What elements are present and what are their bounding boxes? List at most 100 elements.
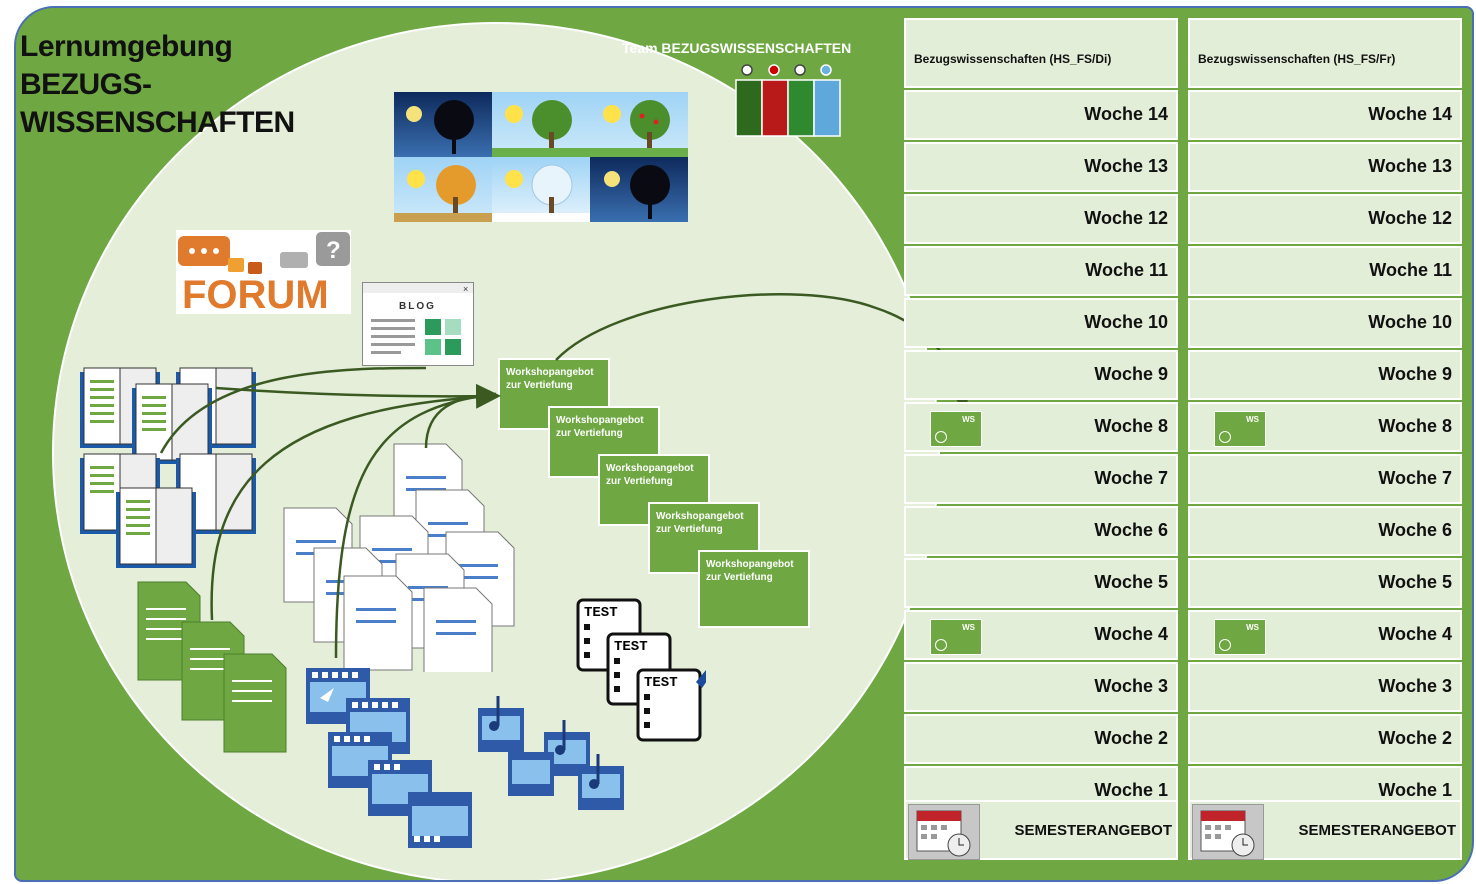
- book-icon: [132, 383, 212, 464]
- week-cell[interactable]: Woche 12: [1188, 194, 1462, 244]
- weather-seasons-image: [394, 92, 688, 222]
- calendar-icon: [908, 804, 980, 860]
- week-cell[interactable]: Woche 13: [1188, 142, 1462, 192]
- week-label: Woche 6: [1094, 520, 1168, 540]
- week-cell[interactable]: Woche 13: [904, 142, 1178, 192]
- week-cell[interactable]: Woche 3: [904, 662, 1178, 712]
- green-documents-group: [137, 581, 287, 753]
- tests-group: TEST TEST TEST: [576, 598, 706, 742]
- week-label: Woche 7: [1378, 468, 1452, 488]
- workshop-card-5[interactable]: Workshopangebot zur Vertiefung: [698, 550, 810, 628]
- column-fr: Bezugswissenschaften (HS_FS/Fr) Woche 14 W…: [1188, 18, 1462, 868]
- workshop-badge-label: WS: [1246, 415, 1259, 424]
- night-moon-tile: [394, 92, 492, 157]
- week-cell[interactable]: Woche 6: [904, 506, 1178, 556]
- clock-icon: [1219, 431, 1231, 443]
- week-label: Woche 3: [1094, 676, 1168, 696]
- music-film-icon: [508, 752, 554, 796]
- week-cell[interactable]: Woche 12: [904, 194, 1178, 244]
- week-cell[interactable]: Woche 9: [1188, 350, 1462, 400]
- week-cell[interactable]: Woche 9: [904, 350, 1178, 400]
- forum-label: FORUM: [182, 273, 329, 314]
- workshop-card-line1: Workshopangebot: [606, 463, 694, 474]
- svg-text:×: ×: [463, 284, 468, 294]
- week-label: Woche 1: [1094, 780, 1168, 800]
- svg-text:?: ?: [326, 237, 341, 264]
- week-cell[interactable]: Woche 10: [904, 298, 1178, 348]
- music-film-icon: [578, 754, 624, 810]
- workshop-card-line2: zur Vertiefung: [506, 380, 573, 391]
- week-label: Woche 11: [1085, 260, 1168, 280]
- team-label: Team BEZUGSWISSENSCHAFTEN: [622, 40, 852, 56]
- semester-offer-label: SEMESTERANGEBOT: [1298, 822, 1456, 839]
- music-film-icon: [478, 696, 524, 752]
- documents-group: [283, 443, 515, 672]
- week-cell[interactable]: WS Woche 4: [904, 610, 1178, 660]
- page-title: Lernumgebung BEZUGS- WISSENSCHAFTEN: [20, 28, 295, 142]
- week-cell[interactable]: Woche 6: [1188, 506, 1462, 556]
- week-label: Woche 7: [1094, 468, 1168, 488]
- apple-tree-tile: [590, 92, 688, 157]
- week-label: Woche 14: [1084, 104, 1168, 124]
- books-group: [80, 367, 256, 568]
- week-label: Woche 1: [1378, 780, 1452, 800]
- blog-icon[interactable]: × BLOG: [362, 282, 474, 366]
- week-cell[interactable]: Woche 5: [1188, 558, 1462, 608]
- week-cell[interactable]: Woche 2: [904, 714, 1178, 764]
- title-line-1: Lernumgebung: [20, 30, 233, 63]
- semester-offer-cell[interactable]: SEMESTERANGEBOT: [1188, 800, 1462, 860]
- test-label: TEST: [584, 605, 618, 621]
- clock-icon: [935, 431, 947, 443]
- week-label: Woche 2: [1378, 728, 1452, 748]
- week-cell[interactable]: Woche 7: [1188, 454, 1462, 504]
- workshop-badge[interactable]: WS: [1214, 619, 1266, 655]
- document-icon: [423, 587, 493, 672]
- workshop-card-line2: zur Vertiefung: [656, 524, 723, 535]
- videos-group: [306, 668, 472, 848]
- workshop-badge[interactable]: WS: [1214, 411, 1266, 447]
- autumn-tile: [394, 157, 492, 222]
- test-label: TEST: [614, 639, 648, 655]
- workshop-card-line2: zur Vertiefung: [706, 572, 773, 583]
- week-cell[interactable]: Woche 10: [1188, 298, 1462, 348]
- week-cell[interactable]: Woche 11: [1188, 246, 1462, 296]
- column-header: Bezugswissenschaften (HS_FS/Fr): [1188, 18, 1462, 88]
- week-cell[interactable]: Woche 11: [904, 246, 1178, 296]
- week-label: Woche 9: [1378, 364, 1452, 384]
- semester-offer-cell[interactable]: SEMESTERANGEBOT: [904, 800, 1178, 860]
- week-label: Woche 14: [1368, 104, 1452, 124]
- week-label: Woche 13: [1368, 156, 1452, 176]
- workshop-badge-label: WS: [962, 623, 975, 632]
- summer-day-tile: [492, 92, 590, 157]
- semester-offer-label: SEMESTERANGEBOT: [1014, 822, 1172, 839]
- document-icon: [343, 575, 413, 671]
- week-cell[interactable]: Woche 5: [904, 558, 1178, 608]
- learning-environment-board: Lernumgebung BEZUGS- WISSENSCHAFTEN Team…: [14, 6, 1474, 882]
- week-label: Woche 5: [1378, 572, 1452, 592]
- workshop-badge[interactable]: WS: [930, 619, 982, 655]
- week-cell[interactable]: Woche 7: [904, 454, 1178, 504]
- week-label: Woche 13: [1084, 156, 1168, 176]
- workshop-card-line2: zur Vertiefung: [556, 428, 623, 439]
- week-cell[interactable]: Woche 14: [904, 90, 1178, 140]
- week-label: Woche 9: [1094, 364, 1168, 384]
- week-cell[interactable]: Woche 14: [1188, 90, 1462, 140]
- week-label: Woche 12: [1368, 208, 1452, 228]
- workshop-card-line1: Workshopangebot: [706, 559, 794, 570]
- week-label: Woche 10: [1368, 312, 1452, 332]
- workshop-card-line1: Workshopangebot: [656, 511, 744, 522]
- calendar-icon: [1192, 804, 1264, 860]
- week-cell[interactable]: Woche 2: [1188, 714, 1462, 764]
- green-document-icon: [223, 653, 287, 753]
- forum-icon[interactable]: ? FORUM: [176, 230, 351, 317]
- week-label: Woche 4: [1094, 624, 1168, 644]
- video-film-icon: [408, 792, 472, 848]
- workshop-card-line1: Workshopangebot: [556, 415, 644, 426]
- week-cell[interactable]: Woche 3: [1188, 662, 1462, 712]
- workshop-card-line1: Workshopangebot: [506, 367, 594, 378]
- workshop-badge[interactable]: WS: [930, 411, 982, 447]
